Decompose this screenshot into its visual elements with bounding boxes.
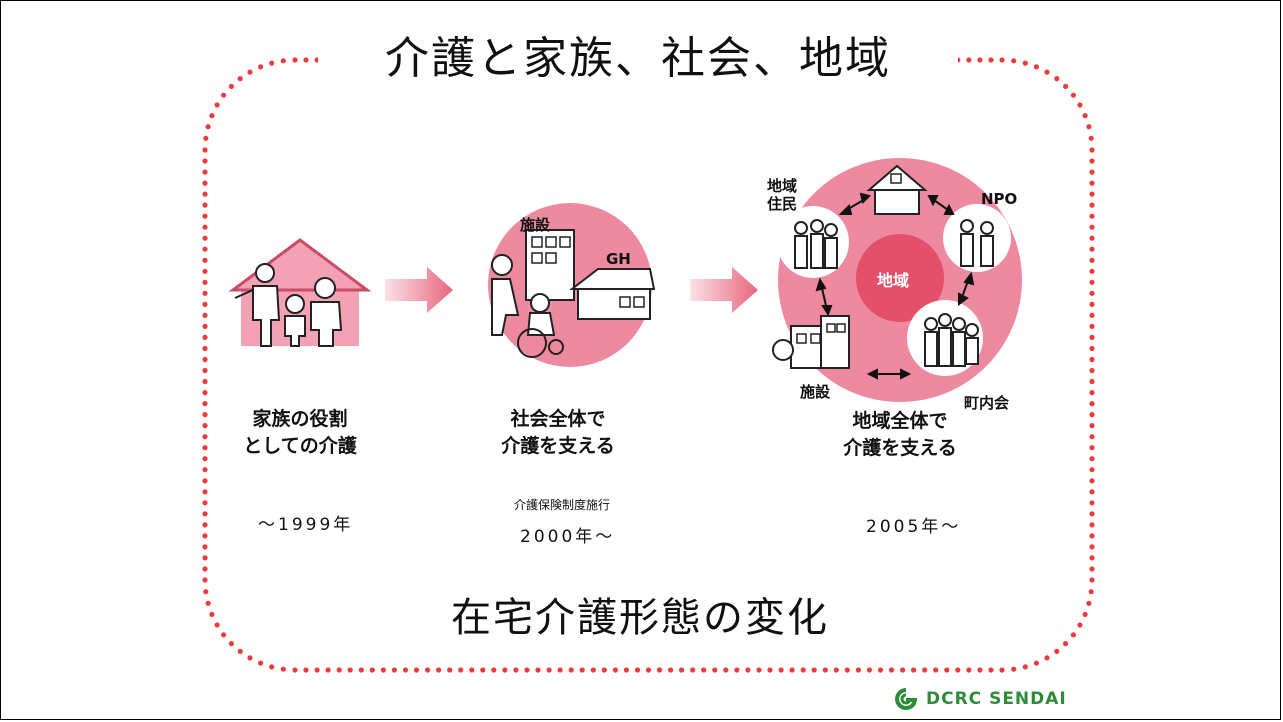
dcrc-swirl-icon [895, 688, 918, 710]
stage-2-caption: 社会全体で 介護を支える [501, 408, 615, 457]
facility-label: 施設 [800, 383, 831, 401]
family-house-illustration [228, 238, 372, 347]
insurance-system-note: 介護保険制度施行 [514, 498, 611, 512]
neighborhood-association-label: 町内会 [964, 394, 1010, 412]
facility-label: 施設 [520, 216, 551, 234]
arrow-right-icon [385, 267, 453, 313]
slide-title: 介護と家族、社会、地域 [318, 22, 958, 86]
stage-3-caption: 地域全体で 介護を支える [843, 410, 957, 459]
stage-2-year: 2000年〜 [520, 527, 616, 547]
dcrc-logo: DCRC SENDAI [893, 686, 1067, 712]
community-care-illustration [772, 158, 1022, 402]
society-care-illustration [488, 203, 656, 367]
community-center-label: 地域 [877, 271, 910, 290]
gh-label: GH [606, 250, 631, 268]
npo-label: NPO [981, 190, 1018, 208]
stage-1-year: 〜1999年 [258, 515, 354, 535]
stage-3-year: 2005年〜 [866, 517, 962, 537]
slide-subtitle: 在宅介護形態の変化 [451, 595, 829, 641]
residents-label: 地域 住民 [767, 177, 798, 213]
stage-1-caption: 家族の役割 としての介護 [243, 408, 357, 457]
arrow-right-icon [690, 267, 758, 313]
logo-text: DCRC SENDAI [926, 689, 1067, 709]
